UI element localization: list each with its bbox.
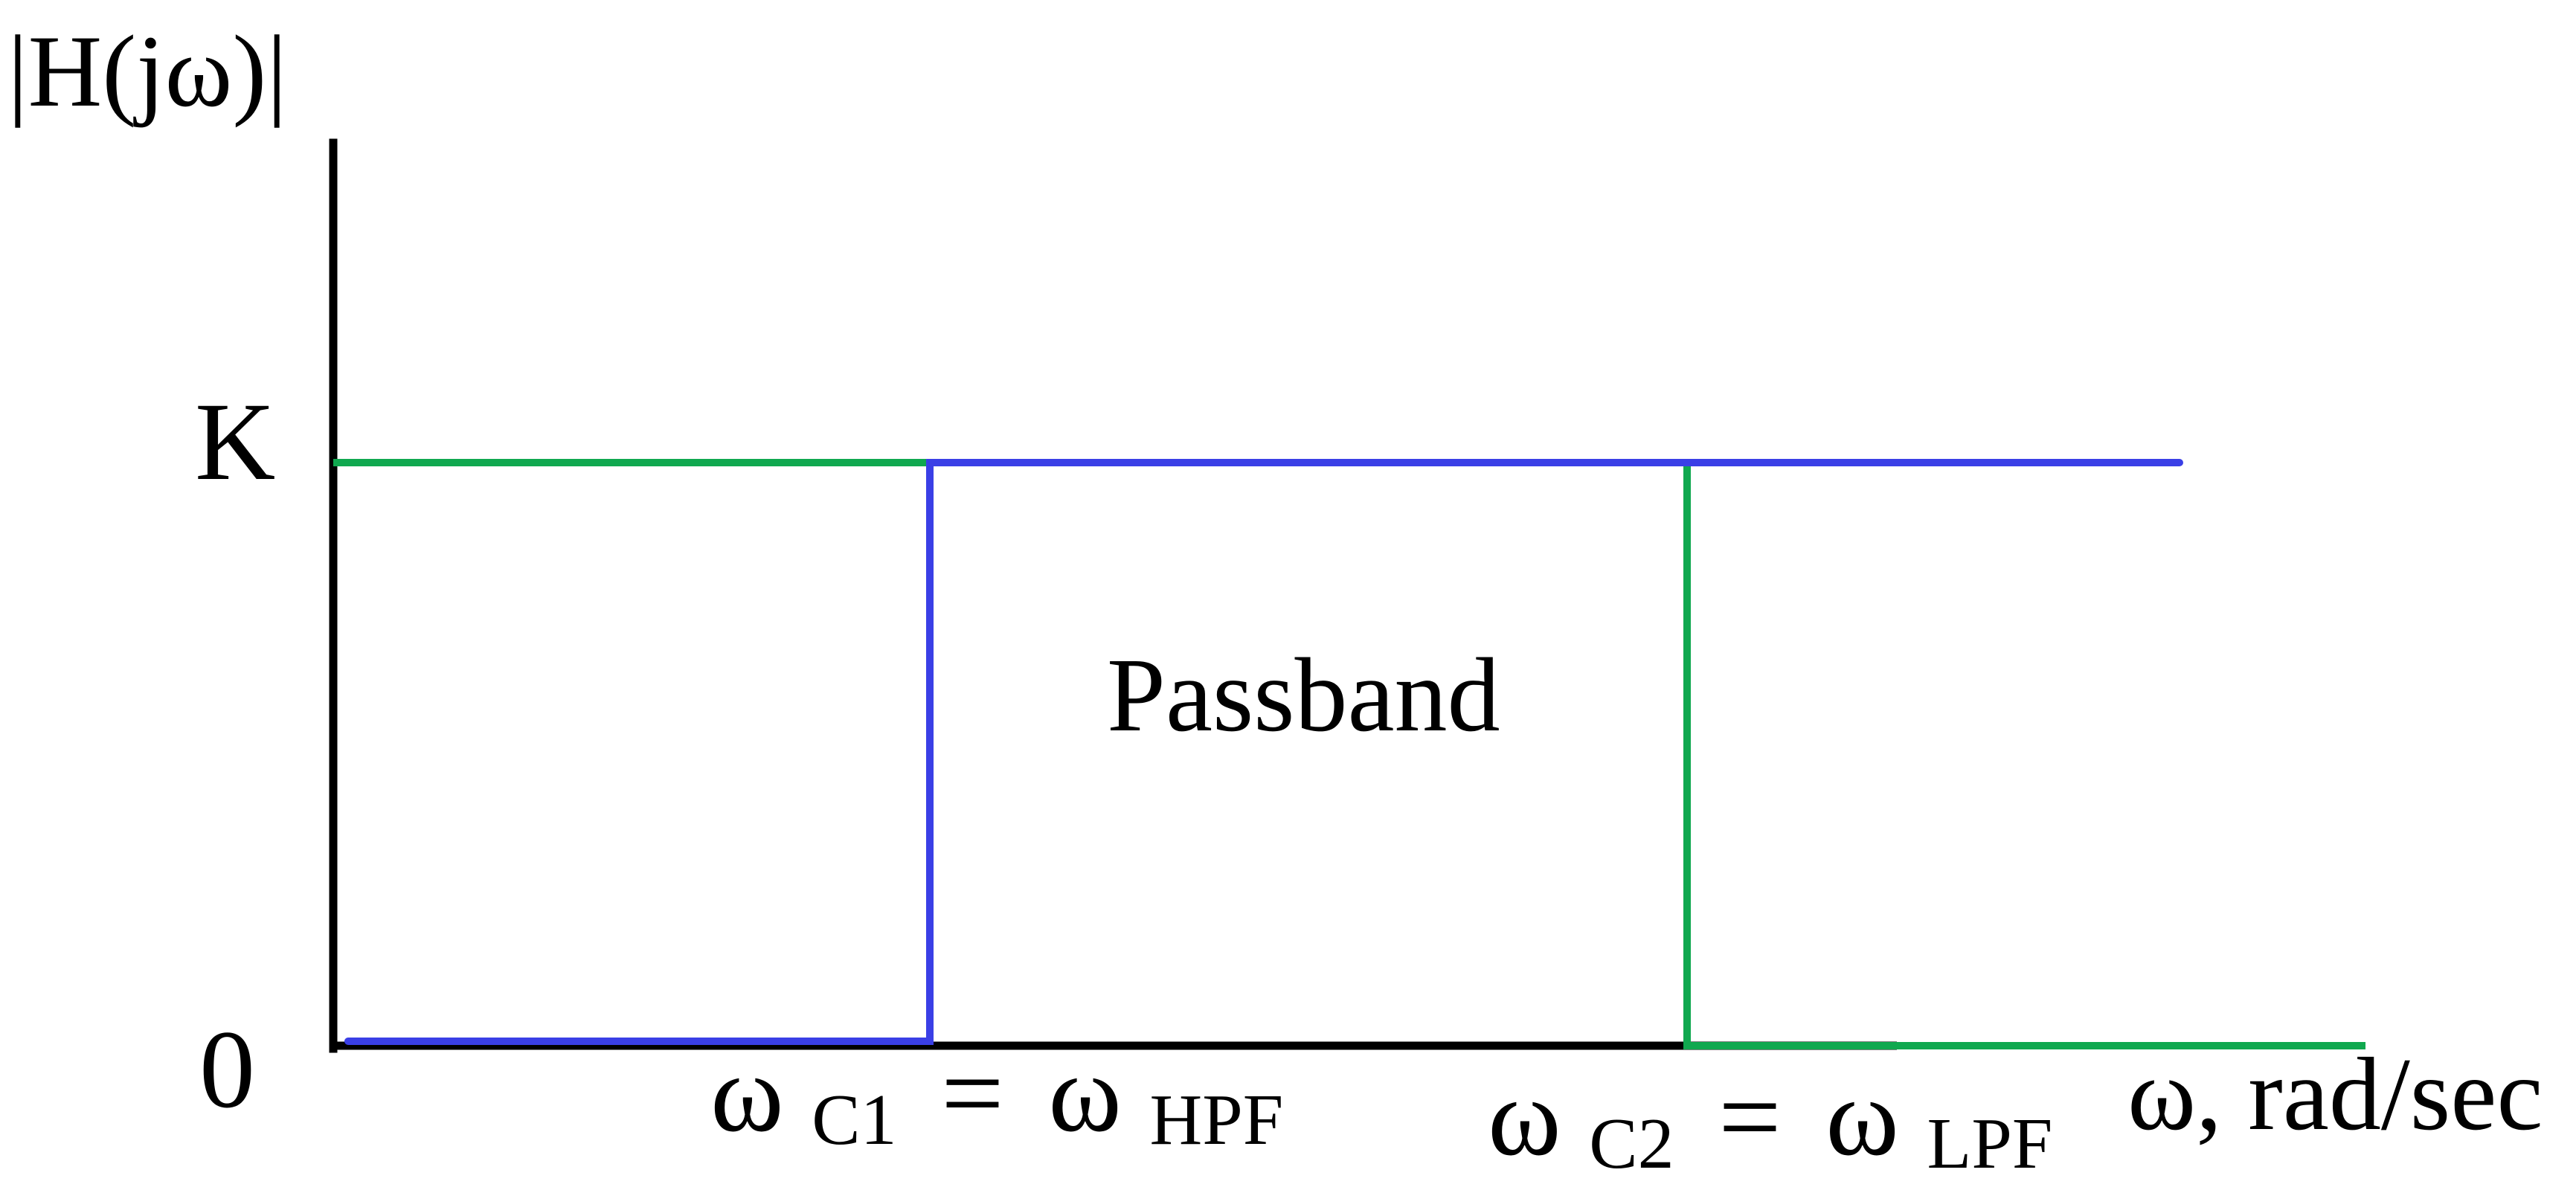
cutoff2-label: ω C2 = ω LPF (1488, 1055, 2052, 1190)
y-axis-label: |H(jω)| (7, 14, 287, 128)
cutoff1-omega-hpf: ω (1048, 1032, 1122, 1155)
cutoff1-hpf-subscript: HPF (1149, 1080, 1283, 1160)
x-axis-label: ω, rad/sec (2127, 1037, 2543, 1152)
tick-label-k: K (195, 380, 275, 504)
hpf-response-line (344, 459, 2183, 1045)
passband-label: Passband (1107, 636, 1500, 753)
tick-label-zero: 0 (199, 1008, 255, 1131)
cutoff1-label: ω C1 = ω HPF (710, 1032, 1283, 1168)
cutoff2-lpf-subscript: LPF (1927, 1104, 2052, 1184)
cutoff1-equals: = (941, 1032, 1004, 1155)
cutoff2-omega: ω (1488, 1055, 1561, 1179)
cutoff2-subscript: C2 (1589, 1104, 1674, 1184)
cutoff2-omega-lpf: ω (1825, 1055, 1899, 1179)
lpf-response-line (333, 459, 2365, 1049)
cutoff1-omega: ω (710, 1032, 784, 1155)
cutoff1-subscript: C1 (812, 1080, 896, 1160)
axes (329, 138, 1897, 1053)
cutoff2-equals: = (1718, 1055, 1782, 1179)
